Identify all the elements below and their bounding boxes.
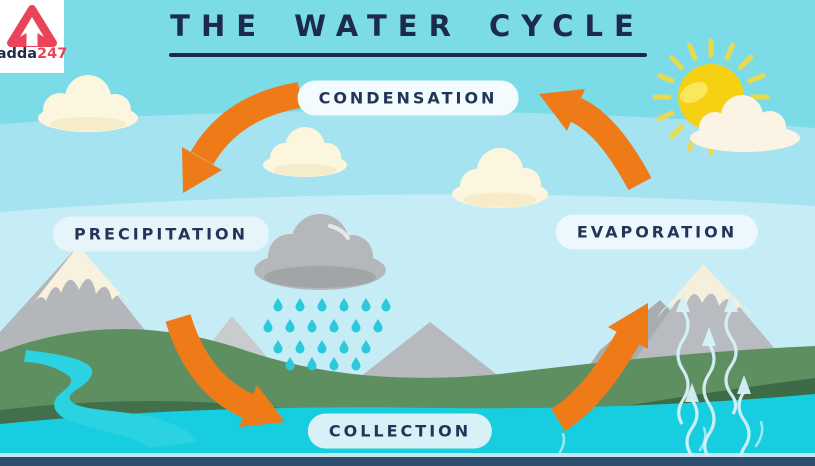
- cycle-arrow-precipitation-to-collection: [165, 314, 285, 427]
- cloud: [38, 75, 138, 132]
- evaporation-vapor-arrows: [676, 293, 751, 466]
- label-condensation: CONDENSATION: [297, 80, 519, 116]
- label-precipitation: PRECIPITATION: [52, 216, 270, 252]
- cycle-arrow-evaporation-to-condensation: [539, 89, 652, 191]
- rain-cloud: [254, 214, 386, 290]
- cloud: [452, 148, 548, 208]
- label-evaporation: EVAPORATION: [555, 214, 759, 250]
- cycle-arrow-condensation-to-precipitation: [182, 82, 303, 193]
- bottom-bar: [0, 453, 815, 466]
- adda247-logo: adda247: [0, 0, 68, 73]
- cloud: [263, 127, 347, 177]
- adda247-triangle-icon: [7, 5, 57, 47]
- label-collection: COLLECTION: [307, 413, 493, 449]
- cycle-arrow-collection-to-evaporation: [550, 303, 648, 432]
- adda247-wordmark: adda247: [0, 46, 68, 62]
- river: [24, 350, 198, 448]
- sun-cloud: [690, 95, 800, 152]
- page-title: THE WATER CYCLE: [170, 9, 645, 43]
- title-underline: [168, 53, 647, 57]
